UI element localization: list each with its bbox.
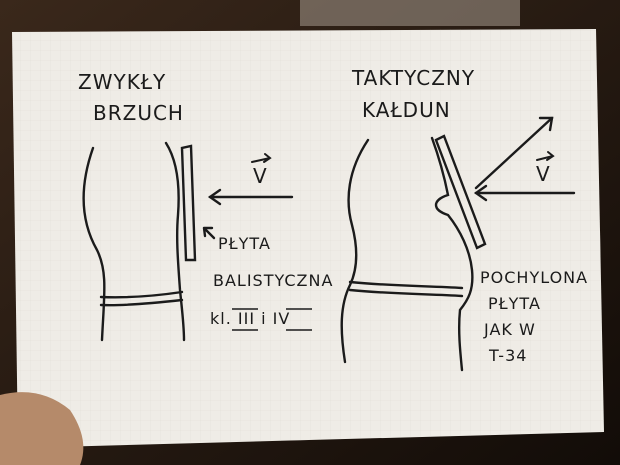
- background-shelf: [300, 0, 520, 26]
- right-belt-bottom: [348, 288, 464, 298]
- right-title-line1: TAKTYCZNY: [352, 66, 476, 90]
- sloped-label-line3: JAK W: [484, 320, 536, 339]
- ricochet-arrowhead: [538, 116, 554, 132]
- plate-label-line2: BALISTYCZNA: [213, 271, 334, 290]
- left-back-outline: [82, 146, 106, 342]
- velocity-label-left: V: [253, 164, 268, 188]
- left-velocity-arrowhead: [207, 188, 222, 206]
- ricochet-arrow: [474, 116, 554, 190]
- vector-marks: [251, 151, 555, 163]
- left-belly-outline: [164, 141, 186, 342]
- sloped-label-line4: T-34: [489, 346, 528, 365]
- right-belly-drawing: [340, 116, 576, 372]
- velocity-label-right: V: [536, 162, 551, 186]
- sloped-label-line2: PŁYTA: [488, 294, 541, 313]
- right-belt-top: [348, 280, 464, 290]
- numeral-lines: [232, 308, 312, 331]
- left-belt-top: [99, 290, 184, 299]
- numeral-four-lines: [286, 308, 312, 331]
- vector-mark-left: [251, 153, 272, 163]
- vector-mark-right: [536, 151, 555, 161]
- left-title-line1: ZWYKŁY: [78, 70, 167, 94]
- left-plate: [180, 144, 197, 262]
- plate-label-line1: PŁYTA: [218, 234, 271, 253]
- right-belly-outline: [430, 136, 474, 372]
- right-back-outline: [340, 138, 370, 364]
- numeral-three-lines: [232, 308, 258, 331]
- plate-pointer-arrow: [202, 226, 216, 240]
- right-title-line2: KAŁDUN: [362, 98, 451, 122]
- left-title-line2: BRZUCH: [93, 101, 184, 125]
- left-belt-bottom: [99, 298, 184, 307]
- plate-label-line3: kl. III i IV: [210, 309, 291, 328]
- sloped-label-line1: POCHYLONA: [480, 268, 589, 287]
- right-sloped-plate: [434, 134, 487, 250]
- paper-grid: [12, 29, 604, 448]
- right-velocity-arrowhead: [473, 184, 488, 202]
- left-belly-drawing: [82, 141, 294, 342]
- thumb: [0, 392, 84, 465]
